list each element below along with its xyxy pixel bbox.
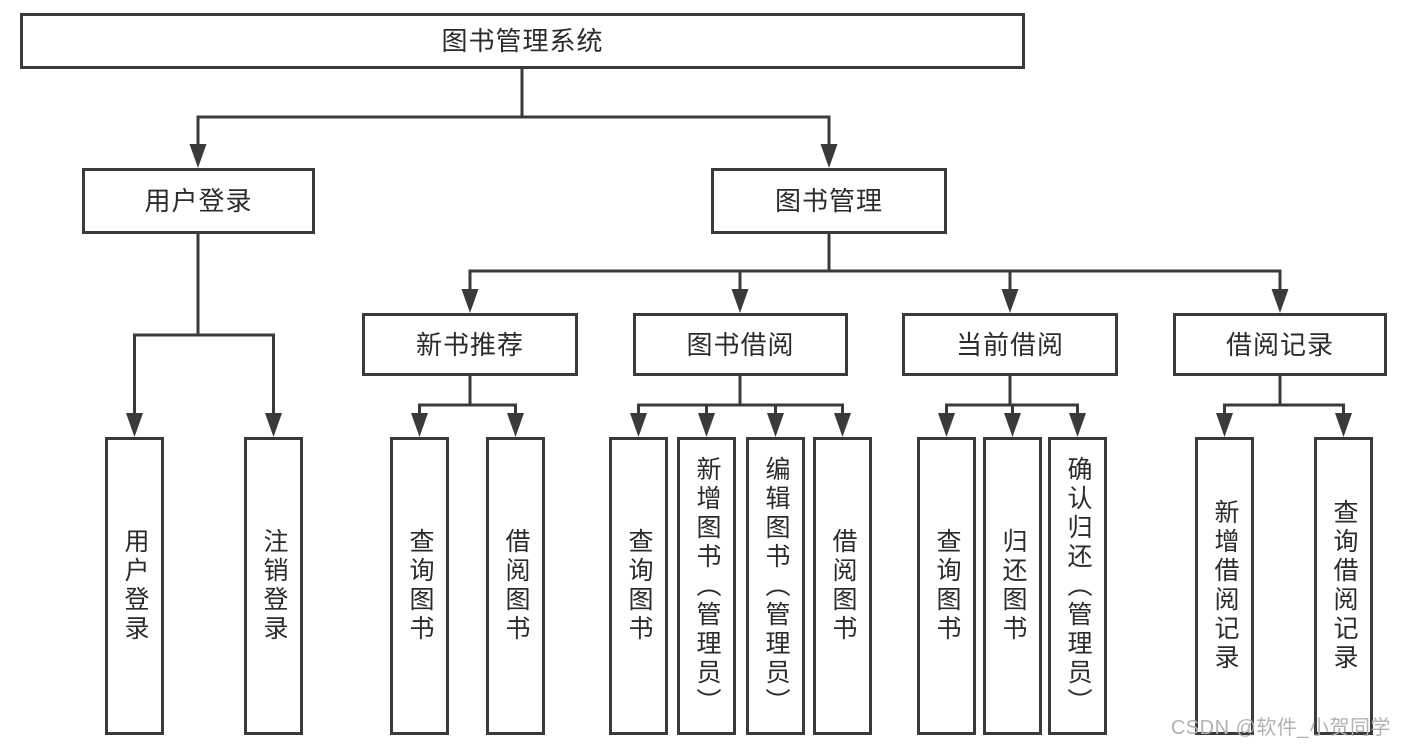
arrow-down-icon: [126, 413, 143, 437]
arrow-down-icon: [1001, 289, 1019, 313]
arrow-down-icon: [1004, 413, 1021, 437]
arrow-down-icon: [265, 413, 282, 437]
leaf-add-borrow-record: 新增借阅记录: [1195, 437, 1254, 735]
leaf-add-book-admin: 新增图书（管理员）: [677, 437, 736, 735]
connector-borrow-rail: [637, 403, 844, 419]
arrow-down-icon: [630, 413, 647, 437]
connector-bookmgmt-rail: [468, 269, 1282, 295]
leaf-query-book-borrow: 查询图书: [609, 437, 668, 735]
node-borrow-records: 借阅记录: [1173, 313, 1387, 376]
node-book-borrow: 图书借阅: [633, 313, 848, 376]
node-current-borrow: 当前借阅: [902, 313, 1118, 376]
connector-newbook-rail: [418, 403, 517, 419]
leaf-borrow-book-recommend: 借阅图书: [486, 437, 545, 735]
leaf-return-book: 归还图书: [983, 437, 1042, 735]
arrow-down-icon: [938, 413, 955, 437]
leaf-query-book-current: 查询图书: [917, 437, 976, 735]
arrow-down-icon: [1335, 413, 1352, 437]
connector-root-rail: [196, 115, 831, 149]
arrow-down-icon: [1271, 289, 1289, 313]
arrow-down-icon: [411, 413, 428, 437]
connector-userlogin-rail: [133, 333, 275, 419]
arrow-down-icon: [767, 413, 784, 437]
arrow-down-icon: [461, 289, 479, 313]
leaf-query-book-recommend: 查询图书: [390, 437, 449, 735]
leaf-query-borrow-record: 查询借阅记录: [1314, 437, 1373, 735]
leaf-logout: 注销登录: [244, 437, 303, 735]
leaf-edit-book-admin: 编辑图书（管理员）: [746, 437, 805, 735]
leaf-user-login: 用户登录: [105, 437, 164, 735]
leaf-borrow-book: 借阅图书: [813, 437, 872, 735]
arrow-down-icon: [1216, 413, 1233, 437]
connector-records-rail: [1223, 403, 1345, 419]
arrow-down-icon: [189, 144, 207, 168]
arrow-down-icon: [731, 289, 749, 313]
arrow-down-icon: [1069, 413, 1086, 437]
node-user-login: 用户登录: [82, 168, 315, 234]
node-new-book-recommend: 新书推荐: [362, 313, 578, 376]
arrow-down-icon: [820, 144, 838, 168]
arrow-down-icon: [507, 413, 524, 437]
leaf-confirm-return-admin: 确认归还（管理员）: [1048, 437, 1107, 735]
arrow-down-icon: [698, 413, 715, 437]
watermark: CSDN @软件_小贺同学: [1170, 717, 1391, 739]
node-root-system: 图书管理系统: [20, 13, 1025, 69]
arrow-down-icon: [834, 413, 851, 437]
node-book-management: 图书管理: [711, 168, 947, 234]
